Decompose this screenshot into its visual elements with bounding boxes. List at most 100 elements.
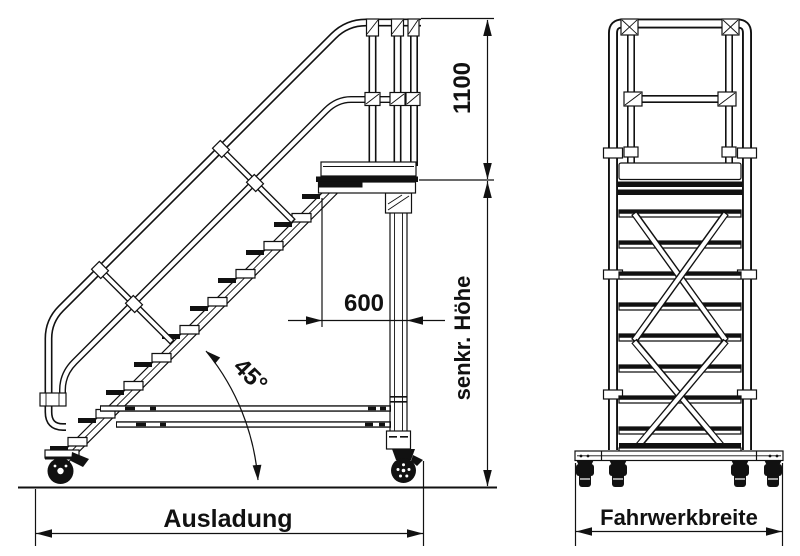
post-collar — [623, 146, 639, 158]
tube-sleeve — [736, 389, 758, 400]
frame-outer — [602, 18, 758, 450]
tube-sleeve — [736, 147, 758, 159]
connector-hatch — [387, 194, 403, 205]
dimension-senkr-hoehe: senkr. Höhe — [450, 181, 492, 487]
frame-fill — [609, 20, 751, 450]
fitting-hatch — [390, 93, 405, 105]
wheel-dot — [402, 463, 405, 467]
platform-front — [617, 162, 743, 195]
arrow-right — [766, 527, 782, 536]
front-castor — [44, 449, 89, 484]
castor-wheel — [764, 464, 782, 476]
castor — [764, 460, 782, 487]
connector-hatch — [387, 195, 410, 211]
fitting-hatch — [391, 19, 404, 35]
side-view: 1100 senkr. Höhe 600 45° — [18, 17, 497, 546]
handrail-fill — [46, 20, 421, 430]
wheel-hub — [57, 467, 64, 475]
tube-sleeve — [602, 147, 624, 159]
dim-senkr-hoehe-label: senkr. Höhe — [450, 276, 475, 401]
step-bar-outlines — [618, 209, 742, 435]
fitting-hatch — [408, 19, 419, 35]
wheel-dot — [405, 474, 409, 478]
angle-dimension: 45° — [205, 350, 273, 481]
front-castor-brake — [71, 452, 89, 467]
knee-rail — [39, 96, 417, 407]
fitting-hatch — [621, 19, 638, 35]
fitting-hatch — [366, 19, 379, 35]
castor-wheel — [609, 464, 627, 476]
brace-fill — [632, 340, 728, 452]
castor-wheel — [767, 473, 779, 487]
front-view: Fahrwerkbreite — [574, 18, 784, 546]
rear-leg-bottom-connector — [385, 430, 412, 450]
dimension-ausladung: Ausladung — [34, 461, 425, 546]
bottom-connector-dashes — [389, 436, 408, 438]
arrow-up — [483, 19, 492, 36]
arrow-arc-top — [206, 351, 221, 364]
tube-sleeve — [602, 389, 624, 400]
platform-band — [617, 189, 743, 195]
dimension-600: 600 — [288, 198, 445, 327]
wheel-dot — [64, 464, 68, 468]
fitting-hatch — [365, 93, 380, 105]
platform-band — [617, 181, 743, 187]
rear-leg-collar-dashes — [390, 396, 407, 403]
castor-wheel — [579, 473, 591, 487]
knee-rail-end-clamp — [39, 392, 67, 407]
castor — [731, 460, 749, 487]
stair-treads — [50, 194, 320, 451]
dim-ausladung-label: Ausladung — [163, 505, 292, 533]
wheel-dot — [53, 464, 57, 468]
dimension-fahrwerkbreite: Fahrwerkbreite — [575, 505, 783, 536]
axle-bolt — [579, 454, 583, 458]
front-view-castors — [576, 460, 782, 487]
axle-bolt — [768, 454, 772, 458]
rear-castor — [391, 449, 423, 483]
angle-arc — [205, 350, 259, 481]
knee-rail-fill — [60, 97, 417, 399]
rear-castor-fork — [392, 449, 415, 460]
platform-top-tread — [318, 182, 363, 188]
brace-fill — [632, 212, 728, 342]
dimension-1100: 1100 — [419, 17, 494, 181]
post-top-fitting — [407, 18, 420, 37]
arrow-up — [483, 181, 492, 198]
handrail — [44, 18, 421, 431]
wheel-dot — [407, 468, 411, 471]
platform-side — [316, 161, 418, 194]
bottom-band — [619, 443, 741, 448]
wheel-dot — [396, 468, 400, 471]
castor-wheel — [612, 473, 624, 487]
post-collar — [721, 146, 737, 158]
castor-wheel — [576, 464, 594, 476]
fitting-hatch — [722, 19, 739, 35]
balusters — [90, 139, 296, 345]
rear-castor-brake — [411, 455, 423, 466]
stair-tread-boxes — [67, 212, 312, 447]
platform-front-edge — [316, 176, 418, 182]
arrow-right — [306, 316, 322, 325]
axle-bolt — [775, 454, 779, 458]
castor-wheel — [734, 473, 746, 487]
dim-600-label: 600 — [344, 290, 384, 317]
middle-rail — [623, 91, 737, 158]
castor-wheel — [731, 464, 749, 476]
platform-deck-front — [618, 162, 742, 181]
fitting-hatch — [718, 92, 736, 106]
rear-leg — [384, 192, 413, 450]
castor — [576, 460, 594, 487]
fitting-hatch — [406, 93, 420, 105]
rail-clamp — [90, 260, 110, 280]
dim-1100-label: 1100 — [449, 62, 476, 114]
arrow-left — [407, 316, 423, 325]
chassis — [574, 443, 784, 462]
arrow-down — [483, 470, 492, 487]
dim-fahrwerkbreite-label: Fahrwerkbreite — [600, 505, 758, 530]
wheel-dot — [399, 474, 402, 478]
castor — [609, 460, 627, 487]
cross-bracing — [631, 210, 729, 454]
front-castor-plate-edge — [45, 456, 79, 460]
platform-posts — [364, 18, 421, 166]
